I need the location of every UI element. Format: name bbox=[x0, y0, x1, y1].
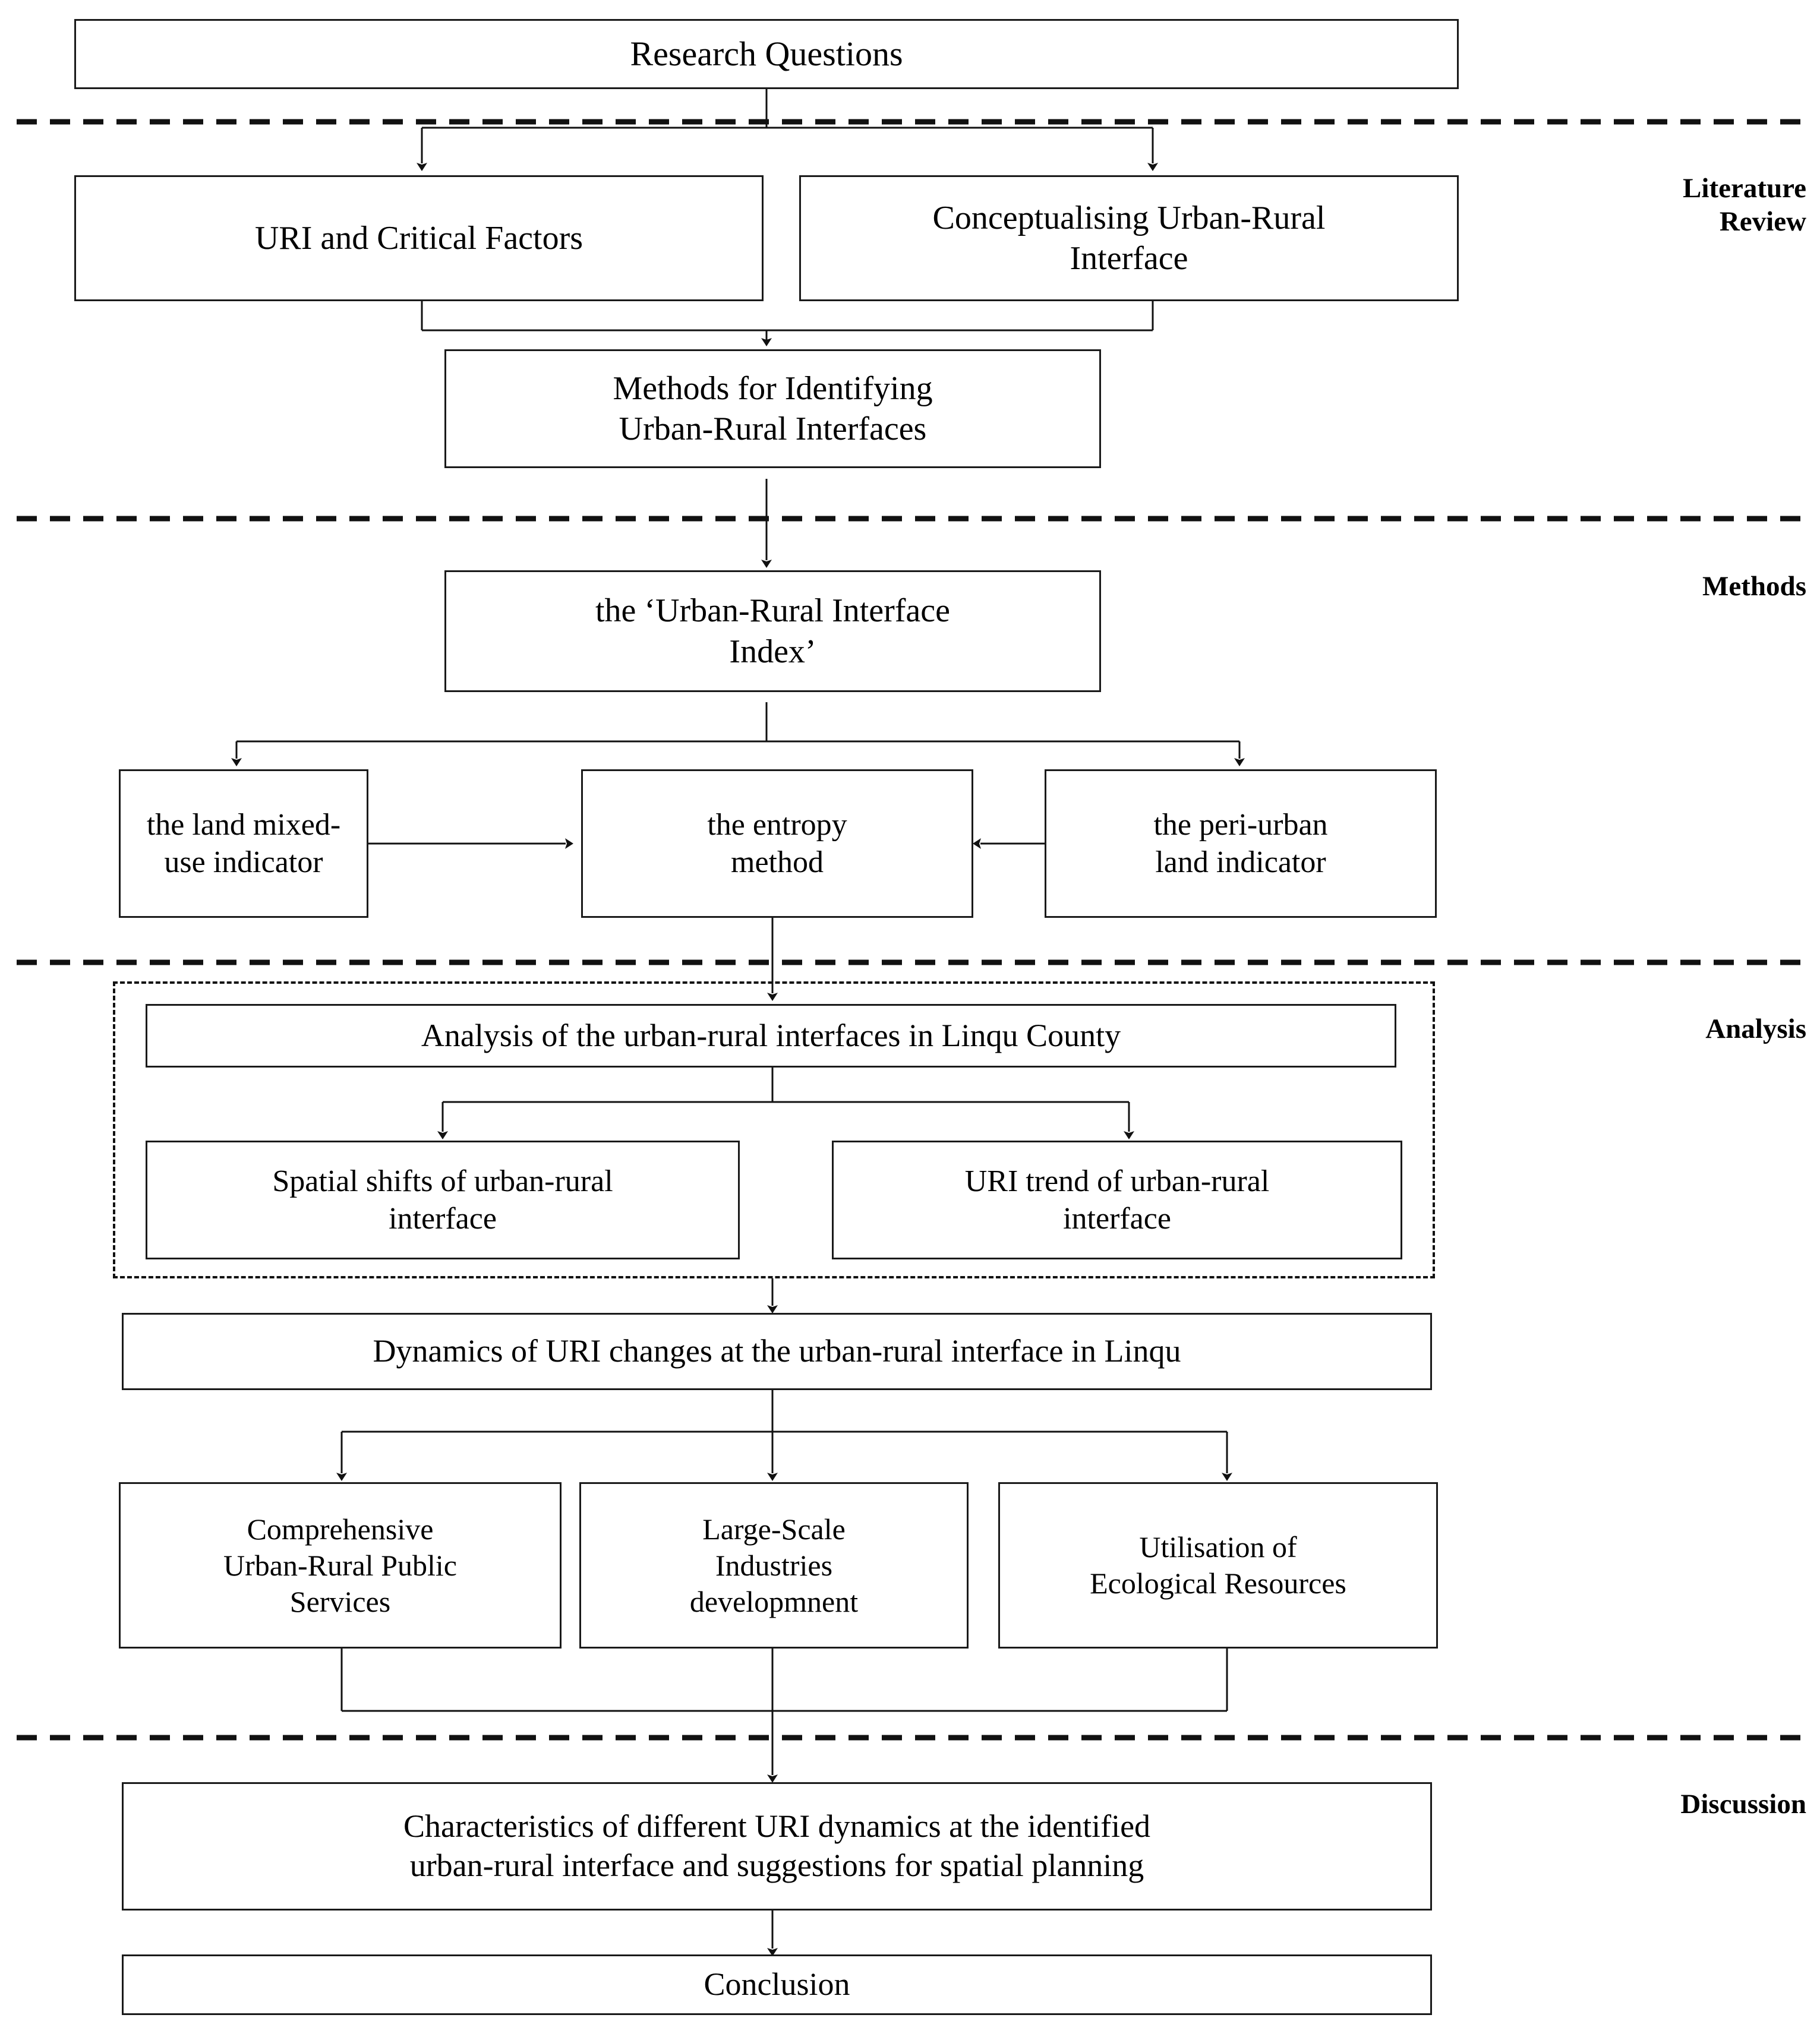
node-public-services[interactable]: Comprehensive Urban-Rural Public Service… bbox=[119, 1482, 562, 1649]
node-analysis-linqu[interactable]: Analysis of the urban-rural interfaces i… bbox=[146, 1004, 1396, 1068]
node-characteristics-label: Characteristics of different URI dynamic… bbox=[403, 1808, 1151, 1883]
node-uri-critical-factors-label: URI and Critical Factors bbox=[254, 219, 583, 257]
node-conclusion[interactable]: Conclusion bbox=[122, 1954, 1432, 2015]
node-conceptualising-uri[interactable]: Conceptualising Urban-Rural Interface bbox=[799, 175, 1459, 301]
node-research-questions-label: Research Questions bbox=[630, 34, 903, 73]
node-ecological-resources-label: Utilisation of Ecological Resources bbox=[1090, 1530, 1346, 1600]
node-uri-index-label: the ‘Urban-Rural Interface Index’ bbox=[595, 592, 950, 670]
node-methods-identifying-label: Methods for Identifying Urban-Rural Inte… bbox=[613, 370, 933, 447]
node-analysis-linqu-label: Analysis of the urban-rural interfaces i… bbox=[421, 1017, 1121, 1053]
node-land-mixed-use-label: the land mixed- use indicator bbox=[146, 807, 341, 879]
node-dynamics-uri-label: Dynamics of URI changes at the urban-rur… bbox=[373, 1333, 1181, 1369]
node-spatial-shifts-label: Spatial shifts of urban-rural interface bbox=[272, 1164, 613, 1236]
phase-label-literature-review: Literature Review bbox=[1521, 140, 1806, 238]
phase-label-discussion-text: Discussion bbox=[1680, 1789, 1806, 1820]
node-industries[interactable]: Large-Scale Industries developmnent bbox=[579, 1482, 969, 1649]
phase-label-analysis: Analysis bbox=[1521, 980, 1806, 1046]
analysis-cluster-group bbox=[113, 981, 1435, 1278]
phase-label-methods-text: Methods bbox=[1702, 571, 1806, 602]
node-research-questions[interactable]: Research Questions bbox=[74, 19, 1459, 89]
node-uri-trend-label: URI trend of urban-rural interface bbox=[964, 1164, 1270, 1236]
node-land-mixed-use[interactable]: the land mixed- use indicator bbox=[119, 769, 368, 918]
phase-label-literature-review-text: Literature Review bbox=[1683, 173, 1806, 237]
node-industries-label: Large-Scale Industries developmnent bbox=[689, 1512, 859, 1618]
node-peri-urban-land[interactable]: the peri-urban land indicator bbox=[1045, 769, 1437, 918]
phase-label-analysis-text: Analysis bbox=[1705, 1013, 1806, 1045]
node-conceptualising-uri-label: Conceptualising Urban-Rural Interface bbox=[932, 199, 1326, 277]
node-peri-urban-land-label: the peri-urban land indicator bbox=[1153, 807, 1328, 879]
node-uri-critical-factors[interactable]: URI and Critical Factors bbox=[74, 175, 764, 301]
node-public-services-label: Comprehensive Urban-Rural Public Service… bbox=[223, 1512, 457, 1618]
node-characteristics[interactable]: Characteristics of different URI dynamic… bbox=[122, 1782, 1432, 1911]
node-entropy-method[interactable]: the entropy method bbox=[581, 769, 973, 918]
node-conclusion-label: Conclusion bbox=[704, 1966, 850, 2003]
node-uri-trend[interactable]: URI trend of urban-rural interface bbox=[832, 1141, 1402, 1259]
node-entropy-method-label: the entropy method bbox=[707, 807, 847, 879]
node-uri-index[interactable]: the ‘Urban-Rural Interface Index’ bbox=[444, 570, 1101, 692]
phase-label-methods: Methods bbox=[1521, 538, 1806, 604]
node-spatial-shifts[interactable]: Spatial shifts of urban-rural interface bbox=[146, 1141, 740, 1259]
phase-label-discussion: Discussion bbox=[1480, 1755, 1806, 1821]
node-ecological-resources[interactable]: Utilisation of Ecological Resources bbox=[998, 1482, 1438, 1649]
node-dynamics-uri[interactable]: Dynamics of URI changes at the urban-rur… bbox=[122, 1313, 1432, 1390]
node-methods-identifying[interactable]: Methods for Identifying Urban-Rural Inte… bbox=[444, 349, 1101, 468]
